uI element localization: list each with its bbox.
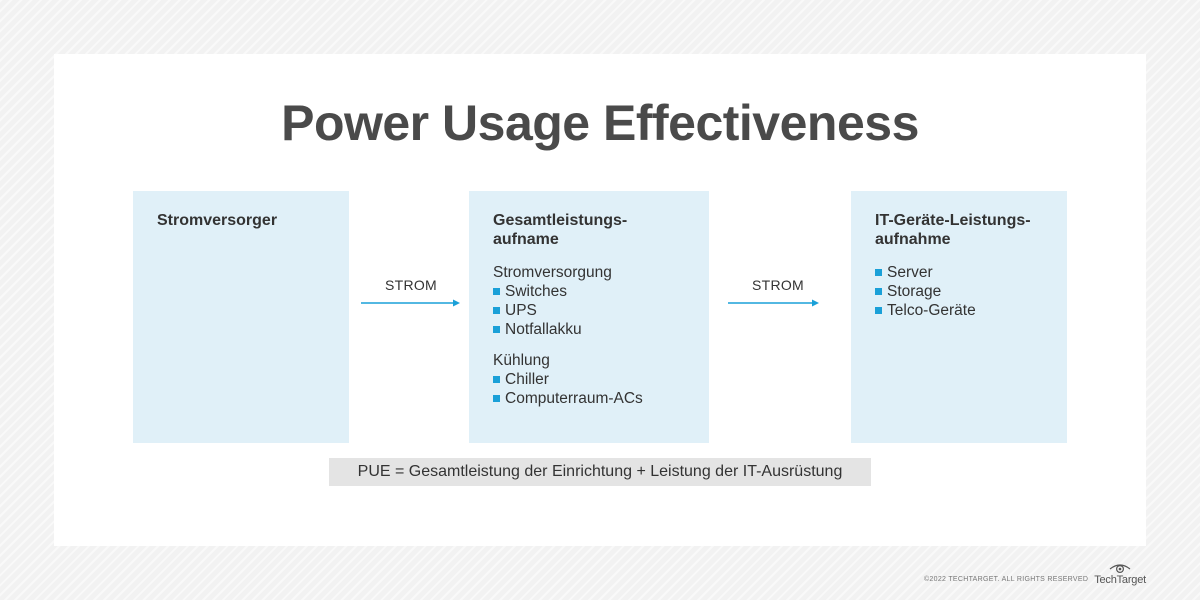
square-bullet-icon (875, 307, 882, 314)
footer: ©2022 TECHTARGET. ALL RIGHTS RESERVED Te… (924, 562, 1146, 586)
group-power: Stromversorgung Switches UPS Notfallakku (493, 263, 685, 339)
list-item: Storage (875, 282, 1043, 301)
item-list: Server Storage Telco-Geräte (875, 263, 1043, 320)
arrow-label: STROM (384, 277, 438, 293)
item-list: Switches UPS Notfallakku (493, 282, 685, 339)
box-title-line: aufname (493, 231, 559, 248)
list-item: Telco-Geräte (875, 301, 1043, 320)
square-bullet-icon (493, 326, 500, 333)
list-item-label: Storage (887, 283, 942, 300)
box-title: Stromversorger (157, 212, 278, 229)
eye-logo-icon (1109, 564, 1131, 574)
logo-text: TechTarget (1094, 574, 1146, 586)
square-bullet-icon (493, 395, 500, 402)
square-bullet-icon (875, 269, 882, 276)
box-title-line: Gesamtleistungs- (493, 212, 628, 229)
list-item-label: Chiller (505, 371, 549, 388)
arrow-right-icon (361, 299, 460, 307)
item-list: Chiller Computerraum-ACs (493, 370, 685, 408)
copyright-text: ©2022 TECHTARGET. ALL RIGHTS RESERVED (923, 576, 1089, 583)
group-cooling: Kühlung Chiller Computerraum-ACs (493, 351, 685, 408)
list-item: Computerraum-ACs (493, 389, 685, 408)
flow-arrow-1: STROM (361, 276, 461, 316)
list-item-label: UPS (505, 302, 537, 319)
box-total-power: Gesamtleistungs- aufname Stromversorgung… (469, 191, 709, 443)
page-title: Power Usage Effectiveness (281, 95, 919, 151)
arrow-label: STROM (751, 277, 805, 293)
list-item: Switches (493, 282, 685, 301)
box-title: IT-Geräte-Leistungs- aufnahme (875, 211, 1043, 249)
list-item-label: Telco-Geräte (887, 302, 976, 319)
list-item: Chiller (493, 370, 685, 389)
flow-arrow-2: STROM (728, 276, 828, 316)
list-item-label: Computerraum-ACs (505, 390, 643, 407)
box-title-line: IT-Geräte-Leistungs- (875, 212, 1031, 229)
box-title: Gesamtleistungs- aufname (493, 211, 685, 249)
list-item: Server (875, 263, 1043, 282)
pue-formula: PUE = Gesamtleistung der Einrichtung + L… (329, 458, 871, 486)
square-bullet-icon (875, 288, 882, 295)
diagram-card: Power Usage Effectiveness Stromversorger… (54, 54, 1146, 546)
group-title: Kühlung (493, 352, 550, 369)
square-bullet-icon (493, 307, 500, 314)
list-item-label: Server (887, 264, 933, 281)
group-title: Stromversorgung (493, 264, 612, 281)
square-bullet-icon (493, 376, 500, 383)
square-bullet-icon (493, 288, 500, 295)
list-item-label: Notfallakku (505, 321, 582, 338)
list-item: Notfallakku (493, 320, 685, 339)
arrow-right-icon (728, 299, 819, 307)
box-power-supplier: Stromversorger (133, 191, 349, 443)
list-item-label: Switches (505, 283, 568, 300)
group-it-equipment: Server Storage Telco-Geräte (875, 263, 1043, 320)
box-it-equipment-power: IT-Geräte-Leistungs- aufnahme Server Sto… (851, 191, 1067, 443)
box-title-line: aufnahme (875, 231, 951, 248)
techtarget-logo: TechTarget (1094, 562, 1146, 586)
list-item: UPS (493, 301, 685, 320)
